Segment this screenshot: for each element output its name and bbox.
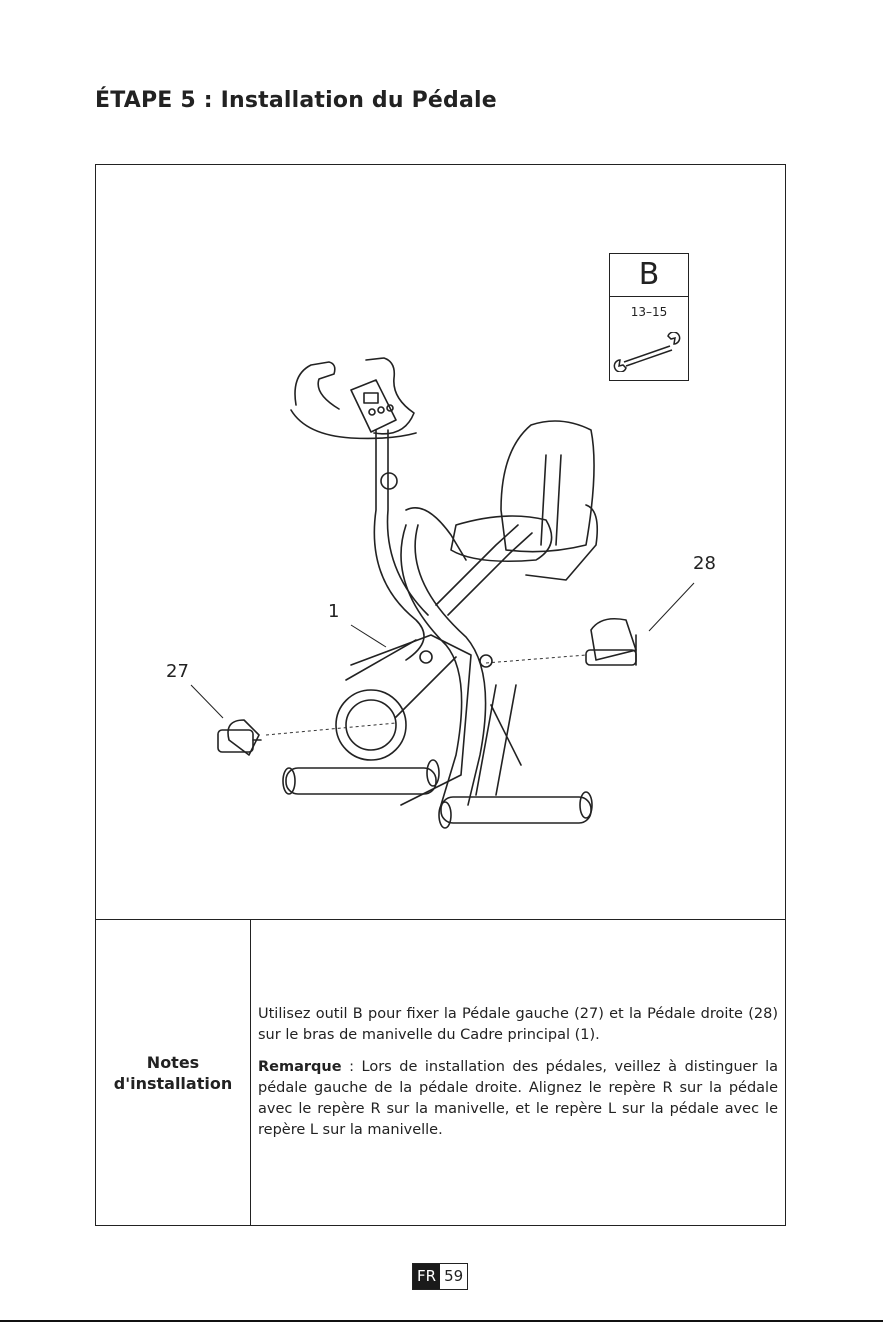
instruction-frame: B 13–15 bbox=[95, 164, 786, 1226]
notes-paragraph-2: Remarque : Lors de installation des péda… bbox=[258, 1057, 778, 1141]
remark-label: Remarque bbox=[258, 1059, 342, 1075]
notes-label-line1: Notes bbox=[146, 1052, 200, 1072]
tool-letter: B bbox=[610, 254, 688, 297]
language-label: FR bbox=[413, 1264, 441, 1289]
callout-frame: 1 bbox=[328, 601, 340, 622]
bottom-rule bbox=[0, 1320, 883, 1322]
callout-right-pedal: 28 bbox=[693, 553, 716, 574]
page-number: 59 bbox=[444, 1267, 464, 1285]
tool-size: 13–15 bbox=[630, 305, 668, 319]
page-title: ÉTAPE 5 : Installation du Pédale bbox=[95, 88, 497, 113]
notes-text: Utilisez outil B pour fixer la Pédale ga… bbox=[258, 1004, 778, 1152]
remark-text: : Lors de installation des pédales, veil… bbox=[258, 1059, 778, 1138]
notes-label: Notes d'installation bbox=[96, 920, 251, 1225]
callout-left-pedal: 27 bbox=[166, 661, 189, 682]
notes-row: Notes d'installation Utilisez outil B po… bbox=[96, 919, 785, 1225]
page-number-badge: FR 59 bbox=[412, 1263, 469, 1290]
assembly-diagram: B 13–15 bbox=[96, 165, 785, 919]
notes-label-line2: d'installation bbox=[113, 1073, 233, 1093]
exercise-bike-illustration bbox=[190, 357, 695, 829]
wrench-icon bbox=[613, 332, 681, 372]
tool-box: B 13–15 bbox=[609, 253, 689, 381]
notes-paragraph-1: Utilisez outil B pour fixer la Pédale ga… bbox=[258, 1006, 778, 1043]
